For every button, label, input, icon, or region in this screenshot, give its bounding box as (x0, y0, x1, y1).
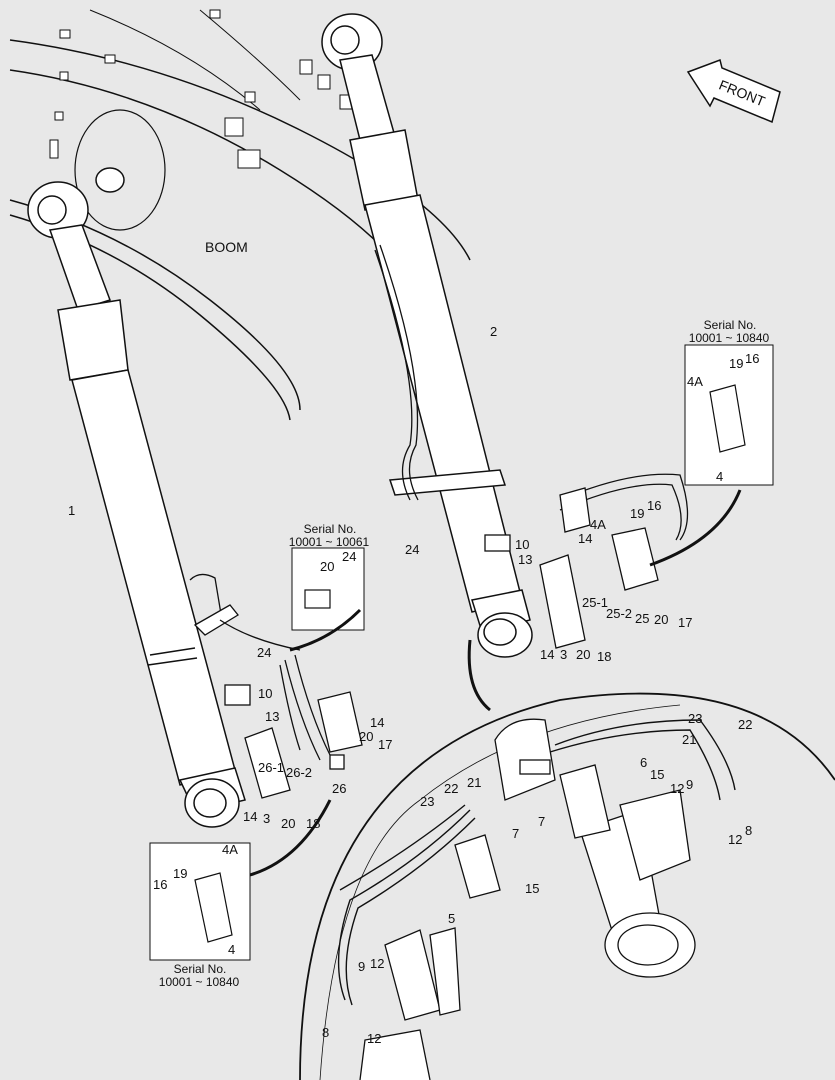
detail-view (299, 692, 835, 1080)
hoses-left (189, 573, 331, 761)
callout-arcs (249, 489, 742, 877)
valve-block-left (224, 684, 363, 799)
boom-brackets (49, 9, 361, 169)
boom-cylinder-right (321, 13, 533, 658)
hoses-right (374, 244, 689, 541)
detail-view-parts (359, 718, 696, 1080)
front-arrow-icon (686, 59, 781, 124)
boom-cylinder-left (27, 181, 246, 828)
valve-block-right (484, 487, 659, 649)
serial-box-upper-right (684, 344, 774, 486)
detail-hoses (337, 719, 736, 1006)
serial-box-lower-left (149, 842, 251, 961)
